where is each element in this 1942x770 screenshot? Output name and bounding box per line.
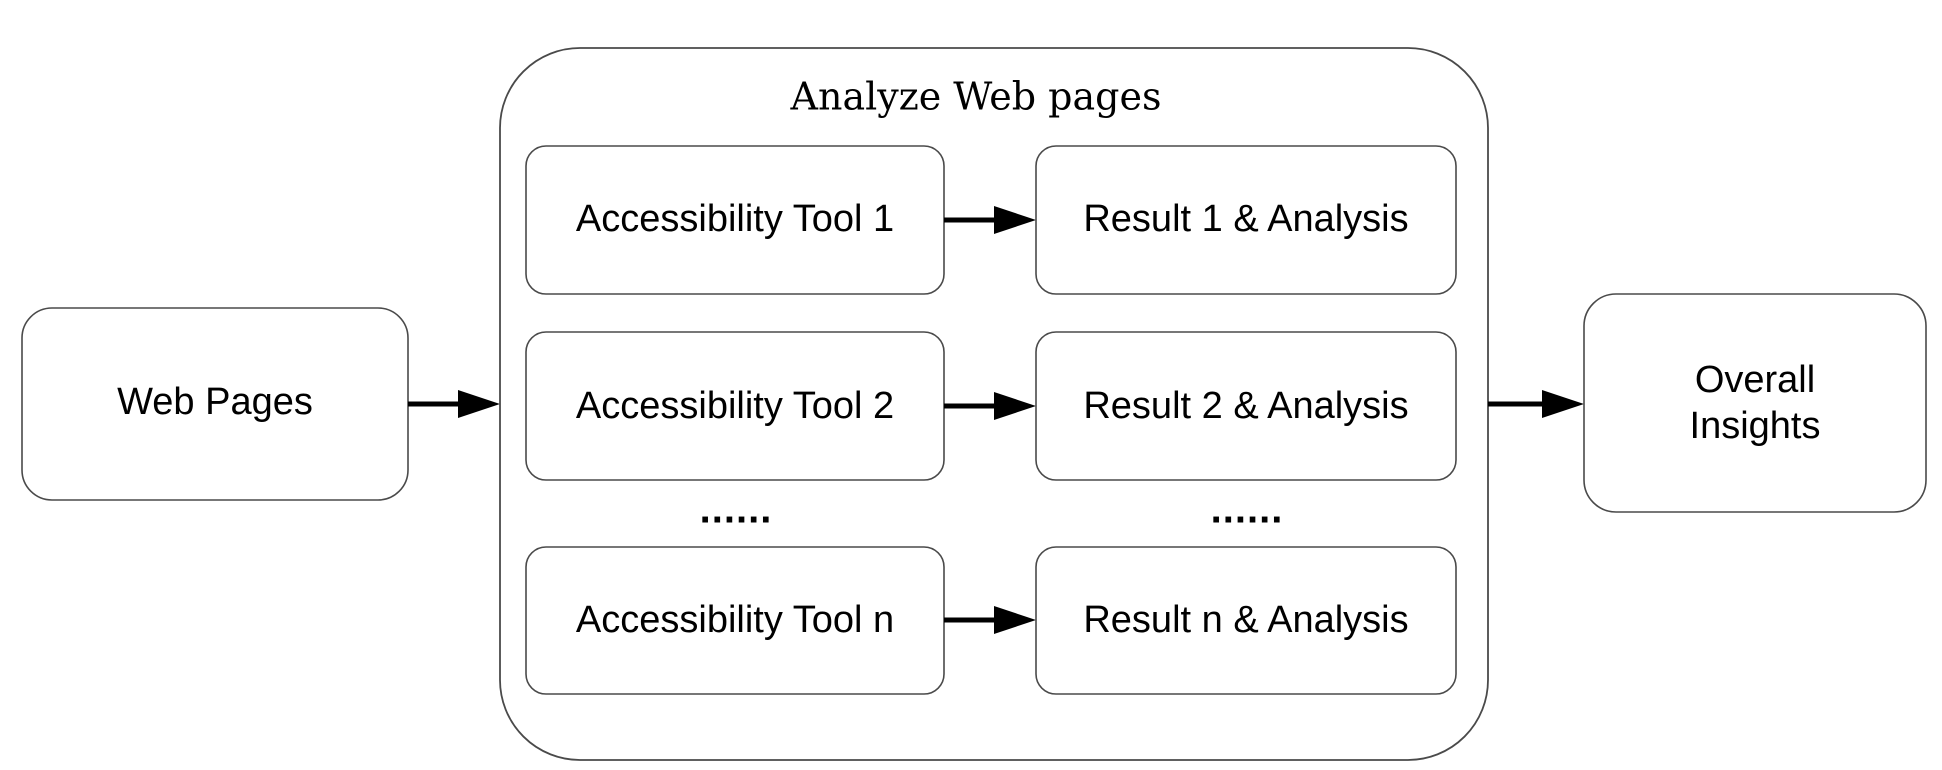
tool-n-label: Accessibility Tool n: [576, 599, 894, 641]
overall-insights-node: Overall Insights: [1583, 293, 1927, 513]
result-n-node: Result n & Analysis: [1035, 546, 1457, 695]
arrow-analyze-to-output: [1488, 390, 1584, 418]
arrow-tool-1-to-result-1: [944, 206, 1036, 234]
result-ellipsis: ......: [1211, 488, 1284, 532]
result-2-label: Result 2 & Analysis: [1083, 385, 1408, 427]
overall-insights-line2: Insights: [1690, 405, 1821, 447]
web-pages-node: Web Pages: [21, 307, 409, 501]
overall-insights-line1: Overall: [1695, 359, 1815, 401]
result-1-node: Result 1 & Analysis: [1035, 145, 1457, 295]
tool-2-label: Accessibility Tool 2: [576, 385, 894, 427]
tool-2-node: Accessibility Tool 2: [525, 331, 945, 481]
result-n-label: Result n & Analysis: [1083, 599, 1408, 641]
tool-1-node: Accessibility Tool 1: [525, 145, 945, 295]
web-pages-label: Web Pages: [117, 381, 313, 423]
arrow-tool-2-to-result-2: [944, 392, 1036, 420]
result-1-label: Result 1 & Analysis: [1083, 198, 1408, 240]
arrow-input-to-analyze: [408, 390, 500, 418]
arrow-tool-n-to-result-n: [944, 606, 1036, 634]
tool-n-node: Accessibility Tool n: [525, 546, 945, 695]
result-2-node: Result 2 & Analysis: [1035, 331, 1457, 481]
tool-ellipsis: ......: [700, 488, 773, 532]
tool-1-label: Accessibility Tool 1: [576, 198, 894, 240]
analyze-title: Analyze Web pages: [790, 75, 1162, 119]
